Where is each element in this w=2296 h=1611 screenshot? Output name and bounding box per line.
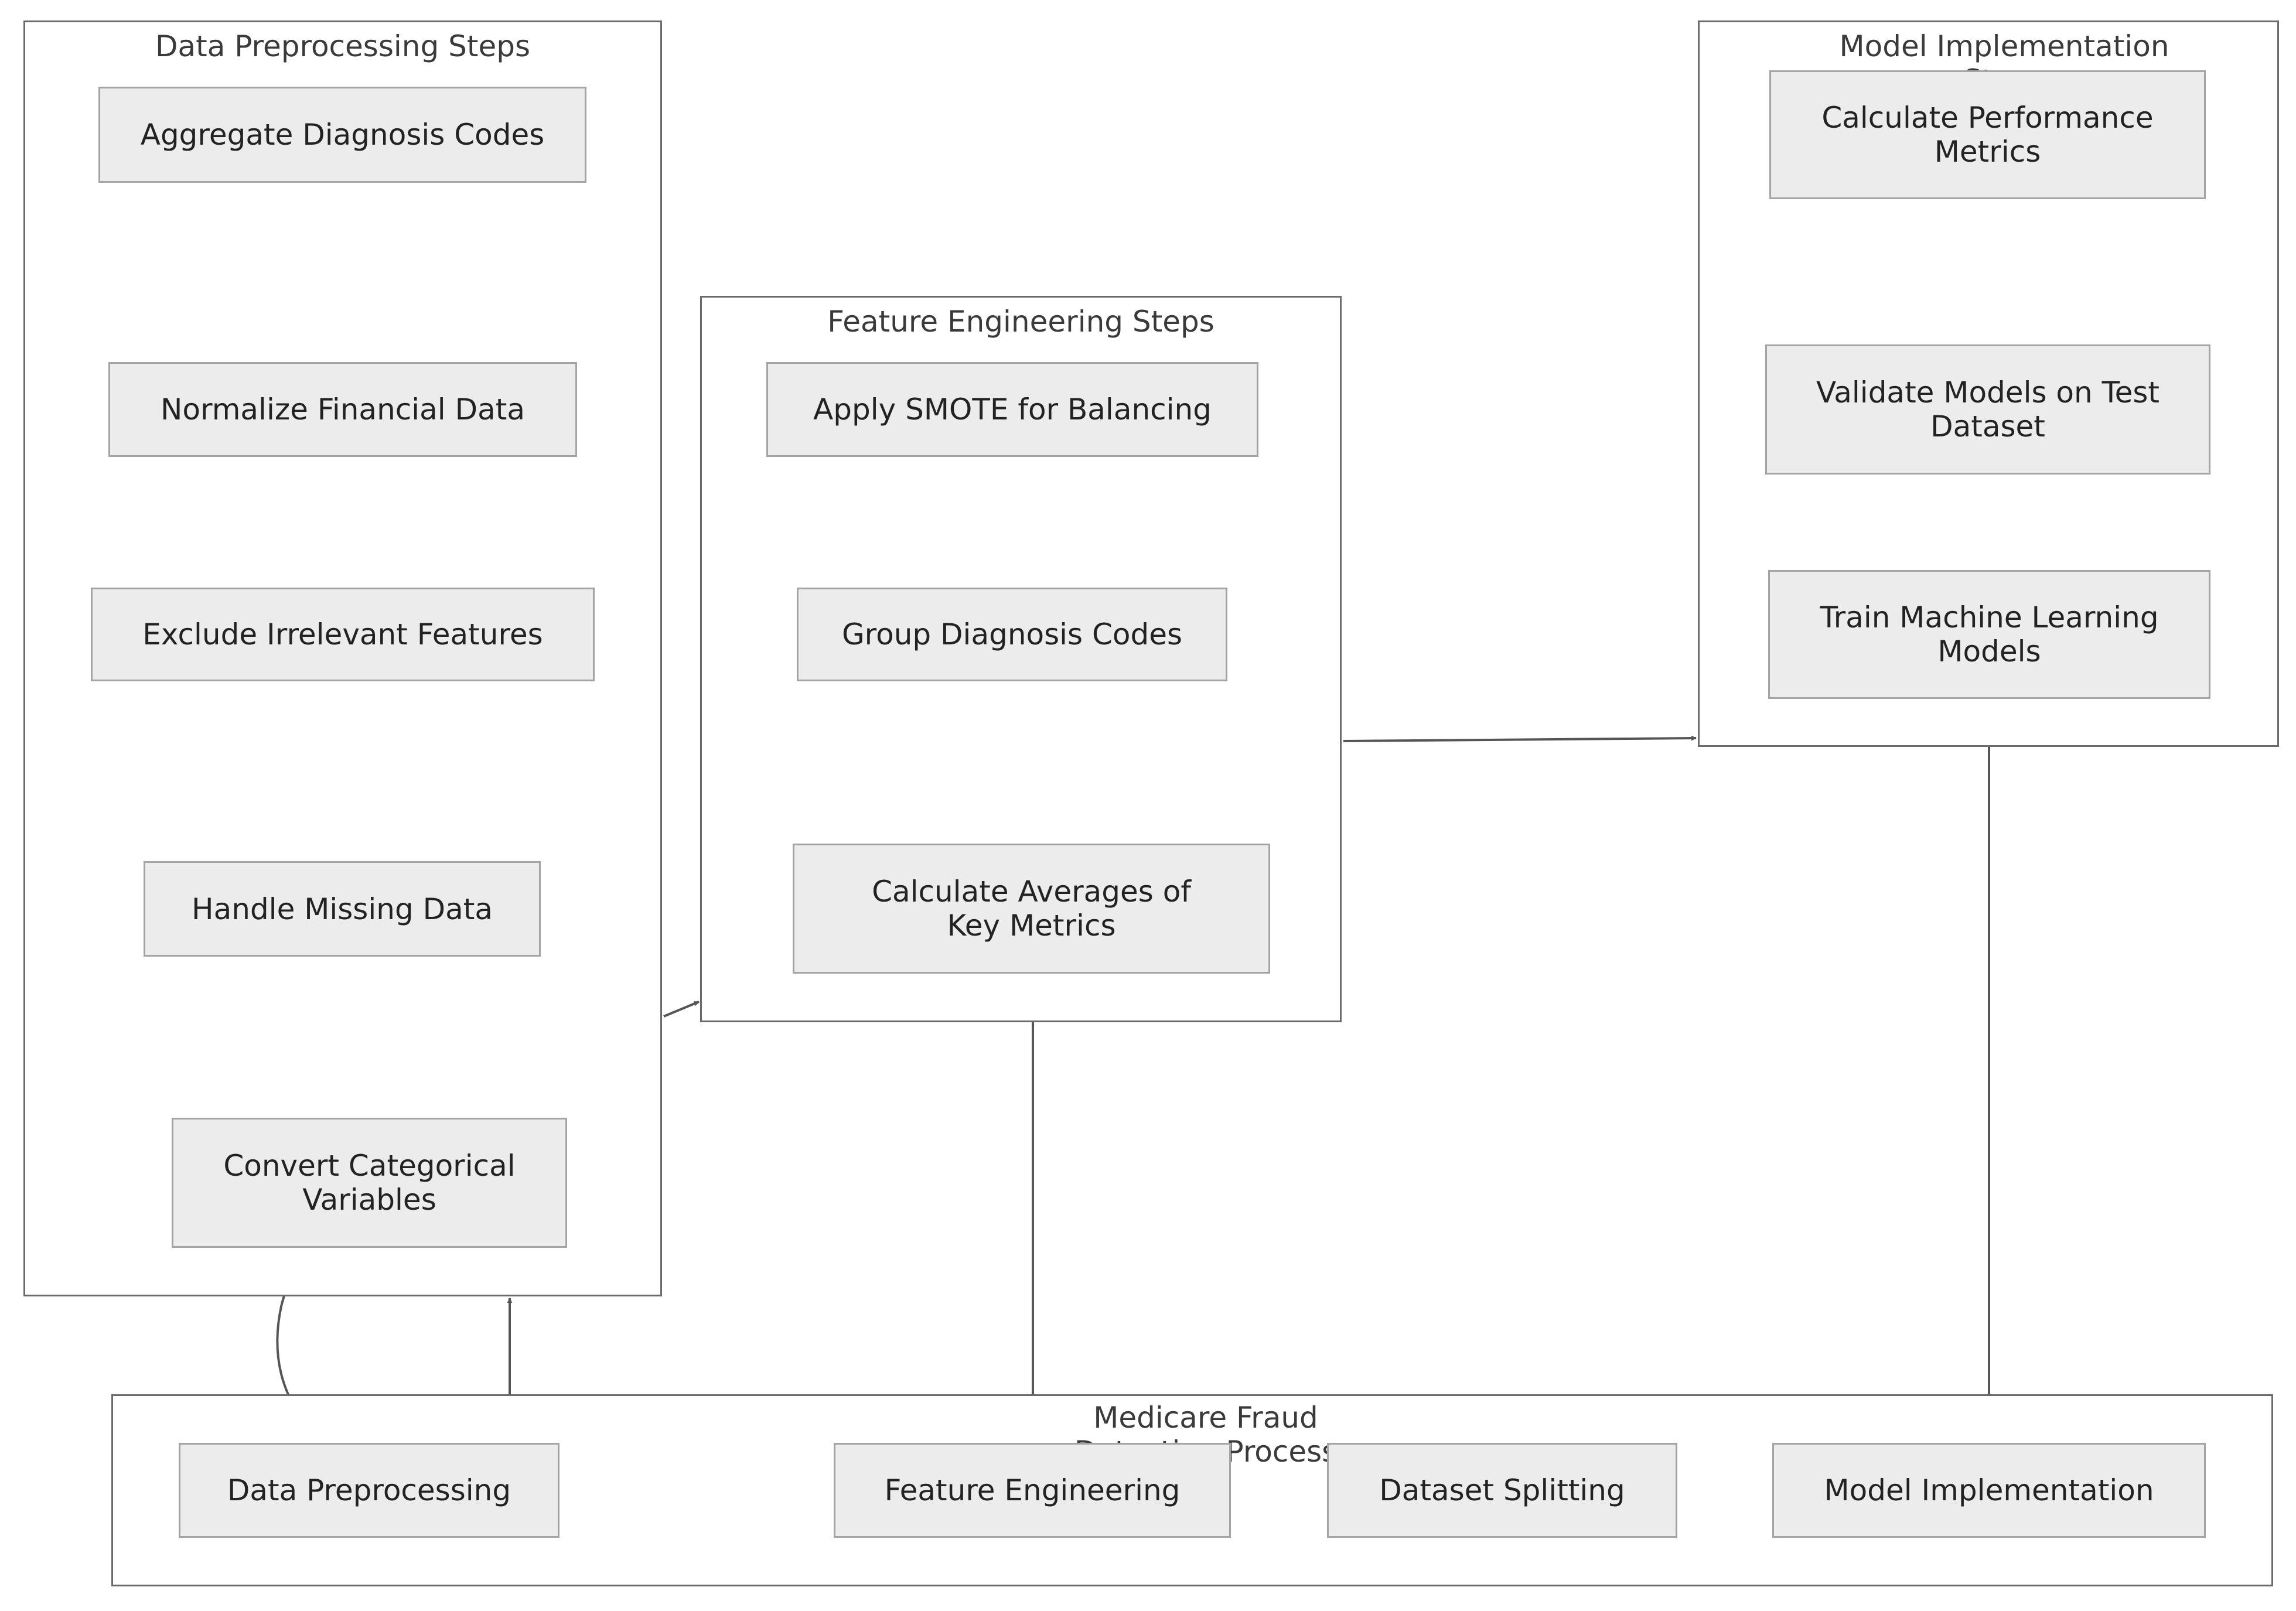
node-label: Aggregate Diagnosis Codes	[140, 118, 545, 152]
node-label: Dataset Splitting	[1379, 1473, 1625, 1507]
node-label: Apply SMOTE for Balancing	[813, 392, 1212, 426]
edge-data-preprocessing-steps-to-feature-engineering-steps	[663, 1001, 700, 1018]
cluster-title: Data Preprocessing Steps	[155, 29, 530, 63]
node-label: Feature Engineering	[884, 1473, 1181, 1507]
node-data-preprocessing[interactable]: Data Preprocessing	[179, 1443, 559, 1538]
node-feature-engineering[interactable]: Feature Engineering	[834, 1443, 1231, 1538]
edge-feature-engineering-steps-to-model-implementation-steps	[1343, 735, 1697, 742]
node-validate-models[interactable]: Validate Models on Test Dataset	[1765, 344, 2210, 475]
node-normalize-financial-data[interactable]: Normalize Financial Data	[108, 362, 577, 457]
node-apply-smote[interactable]: Apply SMOTE for Balancing	[766, 362, 1258, 457]
node-calculate-performance-metrics[interactable]: Calculate Performance Metrics	[1769, 70, 2206, 199]
node-label: Handle Missing Data	[192, 892, 493, 926]
node-label: Calculate Performance Metrics	[1821, 101, 2154, 169]
node-label: Calculate Averages of Key Metrics	[872, 875, 1191, 943]
node-calculate-averages[interactable]: Calculate Averages of Key Metrics	[793, 844, 1270, 974]
node-label: Group Diagnosis Codes	[841, 617, 1183, 651]
node-train-models[interactable]: Train Machine Learning Models	[1768, 570, 2210, 699]
node-label: Convert Categorical Variables	[223, 1149, 516, 1217]
node-aggregate-diagnosis-codes[interactable]: Aggregate Diagnosis Codes	[98, 87, 586, 183]
node-group-diagnosis-codes[interactable]: Group Diagnosis Codes	[797, 588, 1227, 681]
node-handle-missing-data[interactable]: Handle Missing Data	[144, 861, 541, 957]
node-label: Validate Models on Test Dataset	[1816, 376, 2160, 443]
node-convert-categorical-variables[interactable]: Convert Categorical Variables	[172, 1118, 567, 1248]
cluster-title: Feature Engineering Steps	[827, 305, 1214, 339]
node-label: Train Machine Learning Models	[1820, 600, 2159, 668]
node-model-implementation[interactable]: Model Implementation	[1772, 1443, 2206, 1538]
node-exclude-irrelevant-features[interactable]: Exclude Irrelevant Features	[91, 588, 595, 681]
node-label: Model Implementation	[1824, 1473, 2154, 1507]
node-dataset-splitting[interactable]: Dataset Splitting	[1327, 1443, 1677, 1538]
node-label: Data Preprocessing	[227, 1473, 511, 1507]
node-label: Exclude Irrelevant Features	[142, 617, 543, 651]
node-label: Normalize Financial Data	[161, 392, 525, 426]
